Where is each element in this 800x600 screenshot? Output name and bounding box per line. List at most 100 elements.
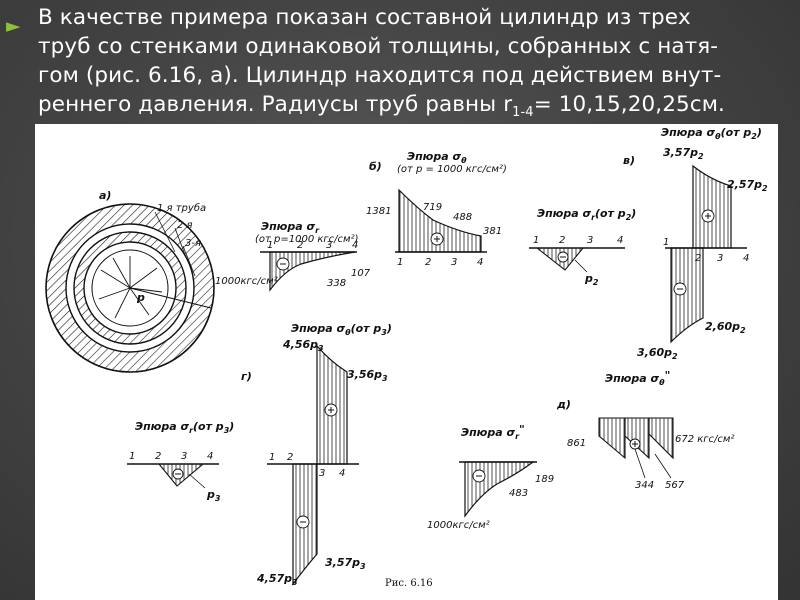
panel-b-t-epure [398, 188, 482, 253]
panel-b-label: б) [369, 160, 382, 173]
panel-g-t-value-3: 3,57p3 [325, 556, 366, 571]
arrow-bullet-icon: ► [6, 15, 21, 37]
radius-1-circle [83, 241, 177, 335]
tick: 4 [207, 451, 213, 462]
panel-b-epure-r-title: Эпюра σr [261, 220, 320, 235]
panel-d-t-epure-1 [598, 417, 626, 460]
panel-b-t-value-2: 719 [423, 202, 442, 213]
plus-stroke [328, 407, 334, 413]
tick: 1 [663, 237, 669, 248]
text-line-4-head: реннего давления. Радиусы труб равны r [38, 92, 513, 117]
tick: 4 [477, 257, 483, 268]
panel-b-r-value-2: 338 [327, 278, 346, 289]
panel-d-t-value-3: 344 [635, 480, 654, 491]
tick: 3 [319, 468, 325, 479]
panel-d-t-epure-2 [624, 417, 650, 460]
tick: 1 [397, 257, 403, 268]
panel-b-t-value-1: 1381 [366, 206, 391, 217]
panel-d-r-value-3: 189 [535, 474, 554, 485]
panel-v-label: в) [623, 154, 635, 167]
panel-b-t-value-3: 488 [453, 212, 472, 223]
tick: 1 [129, 451, 135, 462]
text-line-2: труб со стенками одинаковой толщины, соб… [38, 34, 719, 59]
tube3-leader [182, 245, 196, 277]
tick: 2 [695, 253, 701, 264]
tick: 3 [587, 235, 593, 246]
slide-body-text: В качестве примера показан составной цил… [38, 3, 790, 119]
panel-v-epure-r-title: Эпюра σr(от p2) [537, 207, 636, 222]
figure-caption: Рис. 6.16 [385, 578, 433, 589]
tick: 4 [743, 253, 749, 264]
pressure-label: p [136, 291, 145, 304]
plus-stroke [434, 236, 440, 242]
panel-d: д) Эпюра σr" 1000кгс/см² 483 189 Эпюра σ… [427, 369, 734, 531]
panel-d-epure-t-title: Эпюра σθ" [605, 369, 670, 387]
tick: 1 [533, 235, 539, 246]
tick: 3 [181, 451, 187, 462]
tube3-label: 3-я [185, 238, 201, 249]
text-line-3: гом (рис. 6.16, а). Цилиндр находится по… [38, 63, 722, 88]
radius-2-circle [73, 231, 187, 345]
plus-stroke [705, 213, 711, 219]
panel-d-t-leader-1 [634, 448, 646, 479]
tick: 2 [155, 451, 161, 462]
tick: 3 [326, 240, 332, 251]
tick: 3 [717, 253, 723, 264]
panel-b-epure-t-title: Эпюра σθ [407, 150, 467, 165]
panel-a-cross-section: а) p 1 я труба 2 я 3-я [45, 189, 215, 373]
panel-d-r-value-2: 483 [509, 488, 528, 499]
panel-v-t-value-4: 3,60p2 [637, 346, 678, 361]
tick: 1 [269, 452, 275, 463]
figure-panel: а) p 1 я труба 2 я 3-я б) Эпюра σr (от p… [35, 124, 778, 600]
tube2-label: 2 я [177, 220, 193, 231]
panel-v-t-value-2: 2,57p2 [727, 178, 768, 193]
panel-a-label: а) [99, 189, 111, 202]
panel-v-t-epure-negative [670, 247, 704, 344]
panel-v-t-epure-positive [692, 164, 732, 249]
tube2-leader [174, 227, 188, 261]
panel-g-t-value-1: 4,56p3 [282, 338, 324, 353]
tick: 4 [617, 235, 623, 246]
panel-v-t-value-3: 2,60p2 [705, 320, 746, 335]
panel-g-label: г) [241, 370, 252, 383]
panel-g-epure-r-title: Эпюра σr(от p3) [135, 420, 234, 435]
panel-d-t-value-2: 672 кгс/см² [675, 434, 734, 445]
tick: 4 [352, 240, 358, 251]
tick: 2 [425, 257, 431, 268]
panel-v-t-value-1: 3,57p2 [663, 146, 704, 161]
radius-subscript: 1-4 [512, 105, 534, 120]
radius-4-circle [45, 203, 215, 373]
tick: 2 [287, 452, 293, 463]
panel-d-t-epure-3 [648, 417, 674, 460]
panel-b-epure-r-note: (от p=1000 кгс/см²) [255, 234, 359, 245]
tick: 4 [339, 468, 345, 479]
text-line-1: В качестве примера показан составной цил… [38, 5, 691, 30]
panel-b-r-value-3: 107 [351, 268, 371, 279]
panel-b-r-value-1: 1000кгс/см² [215, 276, 278, 287]
panel-d-epure-r-title: Эпюра σr" [461, 423, 525, 441]
tick: 3 [451, 257, 457, 268]
panel-b-r-epure [269, 251, 356, 292]
panel-d-t-value-1: 861 [567, 438, 586, 449]
text-line-4: реннего давления. Радиусы труб равны r1-… [38, 90, 790, 119]
panel-d-t-leader-2 [654, 453, 672, 479]
plus-stroke [632, 441, 638, 447]
tick: 2 [297, 240, 303, 251]
panel-v-r-leader [574, 259, 588, 273]
panel-b-t-value-4: 381 [483, 226, 502, 237]
tick: 2 [559, 235, 565, 246]
text-line-4-tail: = 10,15,20,25см. [533, 92, 725, 117]
panel-g-t-value-4: 4,57p3 [256, 572, 298, 587]
panel-g-epure-t-title: Эпюра σθ(от p3) [291, 322, 392, 337]
panel-v-r-value: p2 [584, 272, 599, 287]
panel-d-label: д) [556, 398, 571, 411]
panel-d-r-value-1: 1000кгс/см² [427, 520, 490, 531]
panel-v-epure-t-title: Эпюра σθ(от p2) [661, 126, 762, 141]
tube1-leader [154, 211, 176, 253]
panel-g-t-value-2: 3,56p3 [347, 368, 388, 383]
panel-d-t-value-4: 567 [665, 480, 685, 491]
panel-b: б) Эпюра σr (от p=1000 кгс/см²) 1 2 3 4 … [215, 150, 507, 292]
pressure-arrows [98, 256, 163, 319]
tube1-label: 1 я труба [157, 202, 206, 214]
panel-b-epure-t-note: (от p = 1000 кгс/см²) [397, 164, 507, 175]
